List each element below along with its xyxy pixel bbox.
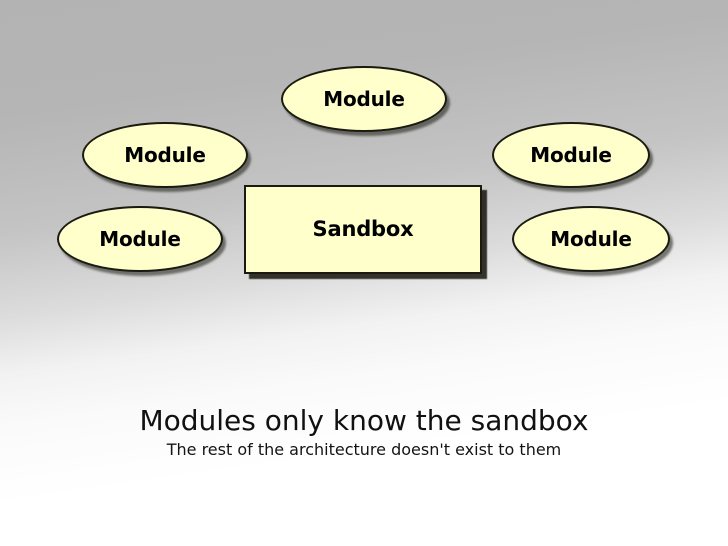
- sandbox-node-label: Sandbox: [312, 217, 414, 241]
- module-node-label: Module: [550, 227, 632, 251]
- module-node-lower-right[interactable]: Module: [512, 206, 670, 272]
- sandbox-node[interactable]: Sandbox: [244, 185, 482, 274]
- module-node-label: Module: [323, 87, 405, 111]
- module-node-label: Module: [124, 143, 206, 167]
- caption-subtitle: The rest of the architecture doesn't exi…: [166, 440, 562, 460]
- module-node-upper-left[interactable]: Module: [82, 122, 248, 188]
- module-node-label: Module: [99, 227, 181, 251]
- module-node-label: Module: [530, 143, 612, 167]
- module-node-lower-left[interactable]: Module: [57, 206, 223, 272]
- caption-title: Modules only know the sandbox: [139, 404, 589, 437]
- module-node-upper-right[interactable]: Module: [492, 122, 650, 188]
- module-node-top[interactable]: Module: [281, 66, 447, 132]
- caption-block: Modules only know the sandbox The rest o…: [0, 404, 728, 461]
